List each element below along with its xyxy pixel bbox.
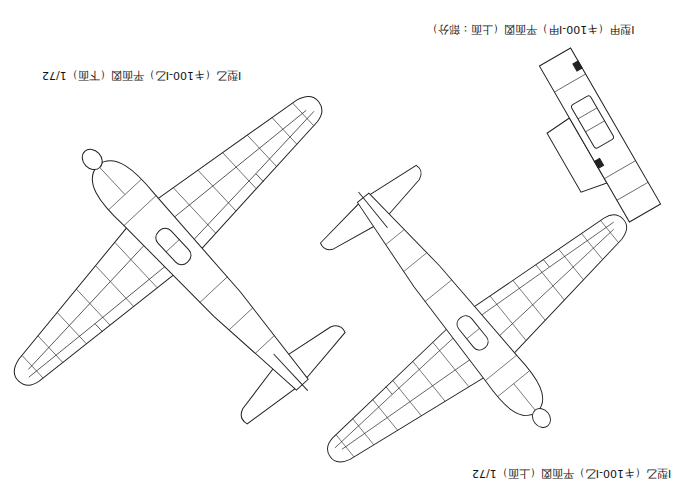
drawing-title: I型乙（キ100-I乙）平面図（上面）1/72 <box>470 466 673 481</box>
drawing-title: I型甲（キ100-I甲）平面図（上面：部分） <box>425 22 636 37</box>
partial-plan-view <box>516 48 661 235</box>
drawing-title: I型乙（キ100-I乙）平面図（下面）1/72 <box>40 68 243 83</box>
